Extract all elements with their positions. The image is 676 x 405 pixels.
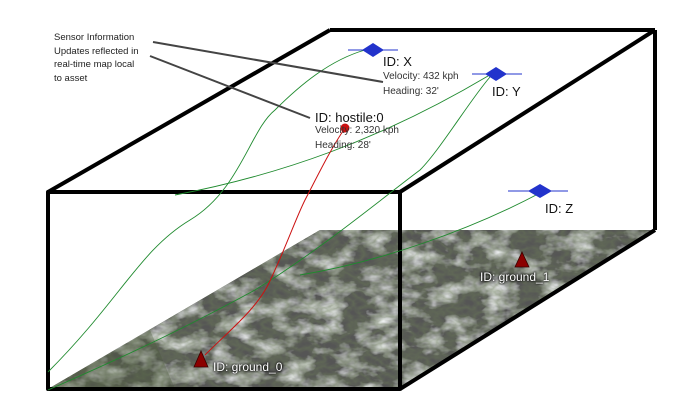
hostile-track (204, 127, 346, 356)
aircraft-y-marker-icon[interactable] (472, 67, 522, 81)
aircraft-z-label: ID: Z (545, 201, 574, 216)
aircraft-z-marker-icon[interactable] (508, 184, 568, 198)
aircraft-y-velocity: Velocity: 432 kph (383, 71, 459, 82)
sensor-info-note: Sensor Information Updates reflected in … (54, 31, 164, 85)
note-line: to asset (54, 72, 88, 84)
hostile-label: ID: hostile:0 (315, 110, 384, 125)
ground-1-marker-icon[interactable] (514, 251, 530, 268)
aircraft-y-label: ID: Y (492, 84, 521, 99)
note-line: Sensor Information (54, 32, 135, 43)
callout-leaders (149, 41, 384, 119)
aircraft-x-label: ID: X (383, 54, 412, 69)
aircraft-y-heading: Heading: 32' (383, 86, 439, 97)
hostile-heading: Heading: 28' (315, 140, 371, 151)
hostile-marker-icon[interactable] (340, 123, 350, 133)
ground-0-label: ID: ground_0 (213, 360, 283, 374)
note-line: real-time map local (54, 59, 135, 70)
ground-1-label: ID: ground_1 (480, 270, 550, 284)
aircraft-x-marker-icon[interactable] (348, 43, 398, 57)
note-line: Updates reflected in (54, 45, 139, 57)
ground-0-marker-icon[interactable] (193, 350, 209, 368)
hostile-velocity: Velocity: 2,320 kph (315, 125, 399, 136)
airspace-box (46, 28, 657, 391)
terrain-floor (48, 230, 655, 389)
